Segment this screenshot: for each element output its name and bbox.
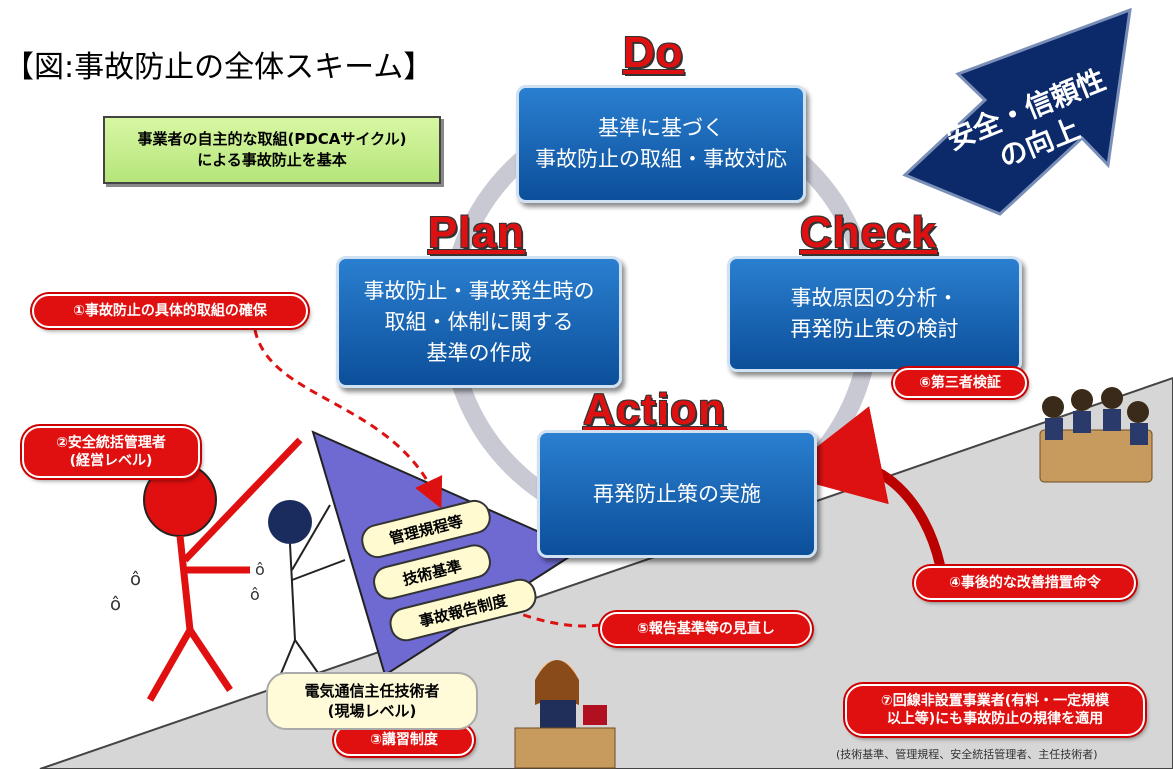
- tag-1: ①事故防止の具体的取組の確保: [32, 294, 308, 328]
- tech-manager-box: 電気通信主任技術者 (現場レベル): [266, 672, 478, 730]
- woman-illustration: [514, 660, 616, 769]
- tag-7: ⑦回線非設置事業者(有料・一定規模 以上等)にも事故防止の規律を適用: [845, 684, 1145, 736]
- tag-2: ②安全統括管理者 (経営レベル): [22, 426, 200, 478]
- svg-text:ô: ô: [250, 585, 260, 604]
- svg-text:ô: ô: [110, 594, 121, 615]
- plan-label: Plan: [428, 208, 525, 257]
- action-label: Action: [583, 385, 726, 434]
- do-box: 基準に基づく 事故防止の取組・事故対応: [516, 85, 806, 203]
- plan-box: 事故防止・事故発生時の 取組・体制に関する 基準の作成: [336, 256, 622, 388]
- improvement-arrow: [902, 7, 1132, 216]
- dashed-arrow-1: [253, 329, 443, 509]
- footnote: (技術基準、管理規程、安全統括管理者、主任技術者): [836, 748, 1098, 761]
- tag-4: ④事後的な改善措置命令: [914, 566, 1136, 600]
- dashed-arrow-5: [471, 592, 601, 628]
- do-label: Do: [623, 28, 684, 77]
- check-box: 事故原因の分析・ 再発防止策の検討: [727, 256, 1022, 372]
- red-stick-figure: [143, 437, 303, 702]
- tag-6: ⑥第三者検証: [893, 368, 1027, 398]
- meeting-illustration: [1039, 387, 1153, 483]
- svg-text:ô: ô: [255, 560, 265, 579]
- self-regulation-note: 事業者の自主的な取組(PDCAサイクル) による事故防止を基本: [103, 116, 441, 184]
- action-box: 再発防止策の実施: [537, 430, 817, 558]
- tag-5: ⑤報告基準等の見直し: [600, 612, 812, 646]
- curved-red-arrow: [780, 406, 945, 567]
- sweat-icon: ô: [130, 569, 141, 590]
- page-title: 【図:事故防止の全体スキーム】: [4, 50, 434, 85]
- check-label: Check: [800, 208, 938, 257]
